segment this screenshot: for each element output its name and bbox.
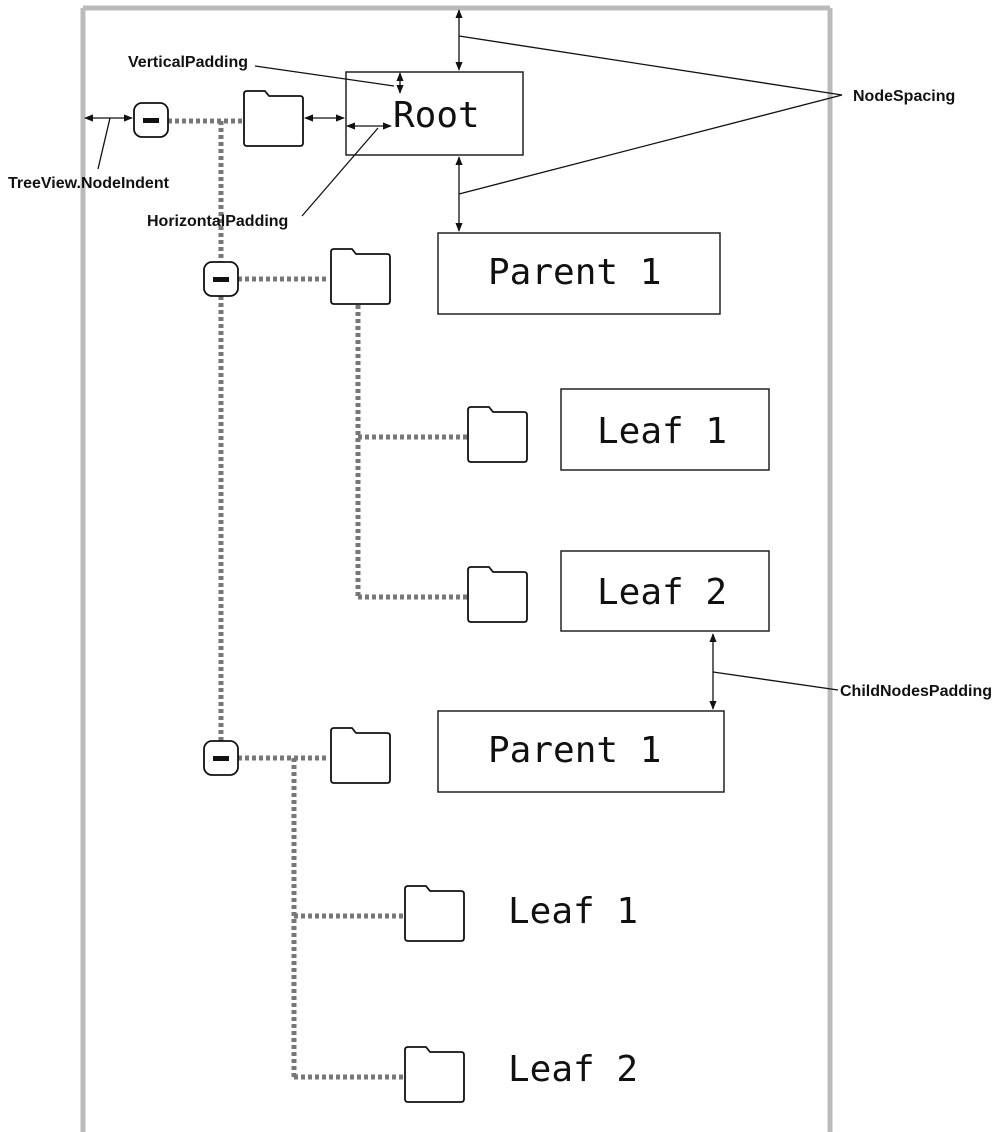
collapse-minus-icon[interactable] xyxy=(133,102,169,138)
folder-icon xyxy=(243,90,304,147)
folder-icon xyxy=(467,406,528,463)
node-label: Leaf 1 xyxy=(597,411,727,452)
node-label: Leaf 1 xyxy=(508,891,638,932)
node-label: Parent 1 xyxy=(488,730,661,771)
tree-node-parent-a-leaf2[interactable]: Leaf 2 xyxy=(560,550,770,632)
tree-node-parent-b-leaf2[interactable]: Leaf 2 xyxy=(508,1049,638,1090)
annotation-leaders xyxy=(97,35,843,691)
annotation-node-spacing: NodeSpacing xyxy=(853,88,955,105)
collapse-minus-icon[interactable] xyxy=(203,261,239,297)
folder-icon xyxy=(467,566,528,623)
annotation-horizontal-padding: HorizontalPadding xyxy=(147,213,288,230)
folder-icon xyxy=(330,727,391,784)
tree-node-parent-a[interactable]: Parent 1 xyxy=(437,232,721,315)
node-label: Parent 1 xyxy=(488,252,661,293)
tree-node-parent-a-leaf1[interactable]: Leaf 1 xyxy=(560,388,770,471)
annotation-child-nodes-padding: ChildNodesPadding xyxy=(840,683,992,700)
annotation-vertical-padding: VerticalPadding xyxy=(128,54,248,71)
collapse-minus-icon[interactable] xyxy=(203,740,239,776)
node-label: Leaf 2 xyxy=(597,572,727,613)
folder-icon xyxy=(330,248,391,305)
folder-icon xyxy=(404,1046,465,1103)
tree-node-parent-b[interactable]: Parent 1 xyxy=(437,710,725,793)
tree-node-root[interactable]: Root xyxy=(345,71,524,156)
node-label: Root xyxy=(393,95,480,136)
tree-connectors xyxy=(168,118,468,1080)
treeview-frame xyxy=(80,5,833,1132)
annotation-node-indent: TreeView.NodeIndent xyxy=(8,175,170,192)
tree-node-parent-b-leaf1[interactable]: Leaf 1 xyxy=(508,891,638,932)
node-label: Leaf 2 xyxy=(508,1049,638,1090)
folder-icon xyxy=(404,885,465,942)
